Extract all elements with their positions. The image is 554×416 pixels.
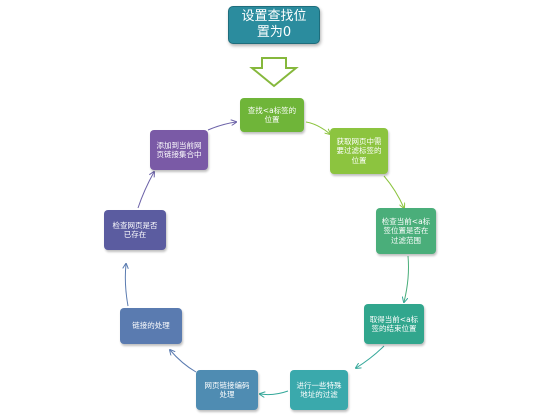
start-arrow xyxy=(249,57,299,88)
connector-4-5 xyxy=(356,345,385,368)
step-special-filter: 进行一些特殊 地址的过滤 xyxy=(290,370,348,410)
connector-8-9 xyxy=(137,172,154,209)
connector-3-4 xyxy=(404,255,409,302)
step-add-to-set: 添加到当前网 页链接集合中 xyxy=(150,130,208,170)
connector-7-8 xyxy=(125,264,128,307)
connector-1-2 xyxy=(305,121,330,134)
step-check-a-in-filter: 检查当前<a标 签位置是否在 过滤范围 xyxy=(376,208,436,254)
step-check-exists: 检查网页是否 已存在 xyxy=(104,210,166,250)
step-encode-links: 网页链接编码 处理 xyxy=(196,370,258,410)
connector-5-6 xyxy=(260,390,289,395)
step-get-a-end: 取得当前<a标 签的结束位置 xyxy=(364,304,424,344)
connector-9-1 xyxy=(207,122,236,131)
connector-2-3 xyxy=(383,175,404,208)
start-box: 设置查找位 置为0 xyxy=(228,6,320,44)
step-find-a-tag: 查找<a标签的 位置 xyxy=(240,98,304,132)
step-link-process: 链接的处理 xyxy=(120,308,182,344)
connector-6-7 xyxy=(170,350,197,373)
step-get-filter-tag: 获取网页中需 要过滤标签的 位置 xyxy=(330,128,388,174)
